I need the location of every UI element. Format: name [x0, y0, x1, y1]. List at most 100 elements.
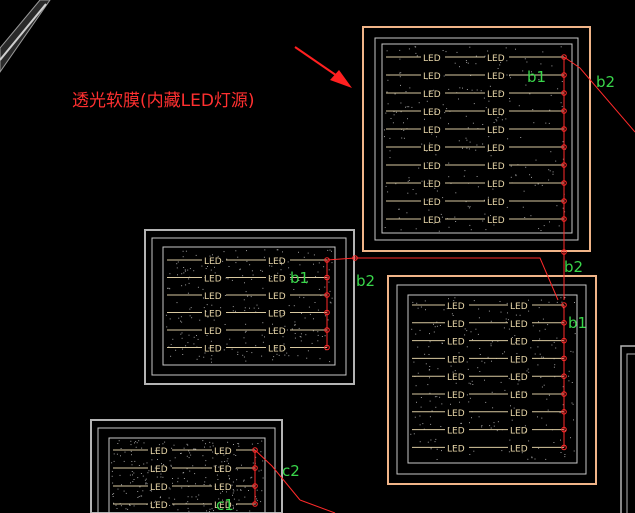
texture-dot [441, 403, 443, 405]
texture-dot [502, 199, 504, 201]
texture-dot [217, 255, 219, 257]
texture-dot [560, 46, 562, 48]
texture-dot [221, 461, 223, 463]
texture-dot [287, 261, 289, 263]
texture-dot [436, 321, 438, 323]
texture-dot [180, 320, 181, 322]
texture-dot [483, 97, 485, 99]
texture-dot [552, 173, 554, 175]
texture-dot [406, 106, 408, 108]
texture-dot [440, 426, 442, 427]
texture-dot [260, 451, 262, 453]
texture-dot [426, 199, 428, 201]
texture-dot [507, 138, 509, 140]
texture-dot [435, 438, 437, 440]
texture-dot [150, 503, 152, 504]
texture-dot [521, 452, 523, 454]
texture-dot [235, 250, 237, 252]
texture-dot [487, 50, 489, 52]
texture-dot [428, 209, 430, 211]
texture-dot [549, 109, 551, 111]
texture-dot [507, 319, 509, 321]
texture-dot [448, 226, 450, 228]
texture-dot [315, 276, 316, 278]
texture-dot [464, 170, 466, 172]
texture-dot [501, 450, 503, 452]
texture-dot [171, 447, 173, 449]
texture-dot [165, 467, 167, 468]
texture-dot [246, 250, 247, 252]
texture-dot [120, 448, 122, 449]
texture-dot [294, 324, 295, 326]
texture-dot [426, 150, 428, 152]
texture-dot [218, 466, 220, 468]
texture-dot [429, 416, 431, 418]
texture-dot [415, 228, 417, 230]
texture-dot [223, 349, 225, 351]
texture-dot [212, 442, 214, 444]
texture-dot [208, 347, 210, 349]
texture-dot [500, 62, 502, 63]
texture-dot [497, 117, 499, 119]
texture-dot [260, 269, 262, 271]
texture-dot [195, 254, 197, 256]
texture-dot [493, 122, 495, 123]
texture-dot [181, 273, 183, 275]
panel-mid-frame [396, 284, 587, 475]
led-label: LED [510, 427, 528, 437]
texture-dot [153, 470, 155, 472]
texture-dot [209, 441, 211, 443]
texture-dot [387, 191, 389, 193]
texture-dot [210, 269, 212, 271]
circuit-label: b2 [596, 73, 615, 91]
texture-dot [141, 495, 143, 497]
texture-dot [504, 389, 506, 391]
texture-dot [406, 212, 408, 214]
texture-dot [389, 137, 391, 139]
texture-dot [544, 328, 546, 330]
texture-dot [386, 91, 388, 93]
texture-dot [560, 452, 562, 453]
texture-dot [236, 479, 238, 481]
texture-dot [289, 273, 291, 275]
texture-dot [482, 143, 484, 145]
texture-dot [255, 503, 257, 505]
texture-dot [273, 356, 275, 358]
texture-dot [441, 450, 442, 452]
panel-outer-frame [144, 229, 355, 385]
texture-dot [560, 439, 561, 441]
texture-dot [494, 72, 496, 74]
led-label: LED [487, 90, 505, 100]
texture-dot [204, 446, 205, 448]
texture-dot [507, 312, 508, 314]
texture-dot [209, 446, 211, 448]
texture-dot [531, 457, 533, 459]
texture-dot [300, 340, 302, 342]
texture-dot [426, 100, 428, 102]
texture-dot [442, 104, 444, 106]
texture-dot [229, 338, 231, 340]
texture-dot [187, 501, 189, 503]
texture-dot [288, 305, 290, 307]
texture-dot [429, 369, 431, 371]
texture-dot [222, 260, 224, 262]
texture-dot [218, 498, 220, 500]
texture-dot [327, 319, 329, 321]
texture-dot [387, 79, 389, 81]
texture-dot [228, 462, 229, 464]
texture-dot [542, 318, 544, 320]
texture-dot [509, 77, 511, 79]
led-label: LED [447, 338, 465, 348]
texture-dot [548, 169, 550, 171]
texture-dot [465, 115, 467, 117]
texture-dot [553, 341, 555, 343]
texture-dot [120, 455, 121, 457]
texture-dot [243, 480, 245, 482]
texture-dot [228, 478, 230, 480]
texture-dot [526, 370, 528, 372]
led-label: LED [510, 320, 528, 330]
led-label: LED [510, 302, 528, 312]
panel-outer-frame [387, 275, 597, 485]
